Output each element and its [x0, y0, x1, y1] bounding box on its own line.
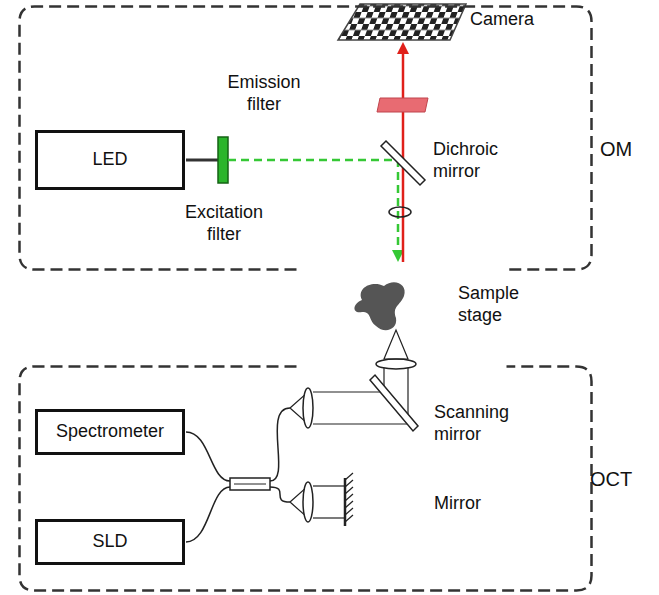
- mirror-hatching: [345, 473, 353, 522]
- led-cable: [186, 159, 218, 162]
- scanning-mirror: [370, 375, 418, 431]
- coupler-core: [234, 484, 266, 485]
- part-label: Dichroic mirror: [433, 139, 523, 183]
- beam: [313, 391, 384, 392]
- beam: [313, 517, 345, 518]
- system-group: LED OM: [18, 5, 658, 270]
- beam-cone: [384, 330, 408, 359]
- system-group: SpectrometerSLD OCT: [18, 365, 658, 593]
- group-heading: OM: [600, 138, 632, 161]
- reference-mirror: [344, 478, 347, 526]
- part-label: Camera: [470, 9, 560, 31]
- device-box: Spectrometer: [35, 409, 185, 455]
- excitation-filter: [218, 137, 228, 183]
- emission-beam: [402, 50, 405, 262]
- box-label: LED: [92, 149, 127, 171]
- fiber: [186, 432, 230, 481]
- part-label: Emission filter: [214, 72, 314, 116]
- camera-sensor: [338, 4, 466, 40]
- beam: [313, 423, 408, 424]
- dichroic-mirror: [381, 141, 425, 185]
- device-box: LED: [35, 130, 185, 190]
- dashed-border: [20, 367, 592, 591]
- group-heading: OCT: [590, 468, 632, 491]
- emission-filter: [377, 98, 428, 112]
- lens: [389, 207, 411, 217]
- part-label: Excitation filter: [168, 202, 280, 246]
- lens: [303, 482, 313, 522]
- arrow-head: [397, 42, 409, 54]
- dashed-border: [20, 7, 592, 270]
- sample: [355, 282, 405, 330]
- part-label: Scanning mirror: [434, 402, 534, 446]
- beam: [313, 485, 345, 486]
- fiber: [270, 487, 290, 502]
- fiber-coupler: [230, 478, 270, 490]
- fiber: [186, 487, 230, 542]
- lens: [303, 388, 313, 428]
- box-label: Spectrometer: [56, 421, 164, 443]
- part-label: Sample stage: [458, 283, 548, 327]
- fiber: [270, 408, 290, 481]
- part-label: Mirror: [434, 493, 524, 515]
- box-label: SLD: [92, 531, 127, 553]
- lens: [376, 359, 416, 369]
- device-box: SLD: [35, 519, 185, 565]
